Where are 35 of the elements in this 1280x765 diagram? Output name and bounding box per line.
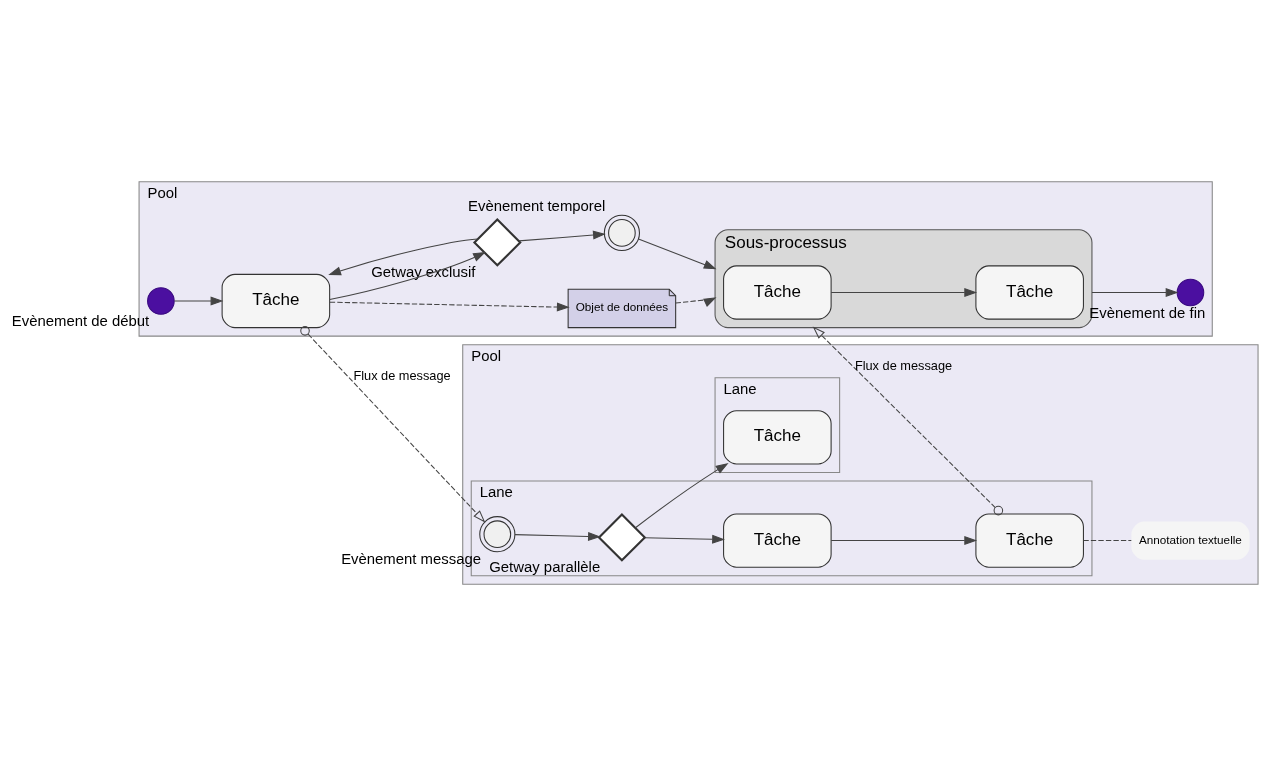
arrow (173, 296, 224, 305)
arrow (830, 535, 978, 545)
arrow (329, 301, 570, 312)
arrow (675, 296, 717, 307)
node-circle (1176, 278, 1205, 306)
node-label: Evènement de début (11, 312, 150, 329)
node-circle (147, 286, 175, 315)
edge-label: Flux de message (854, 357, 953, 373)
node-circle (603, 214, 640, 251)
edge-label: Flux de message (353, 367, 451, 383)
arrow (812, 326, 1004, 515)
node-diamond (597, 512, 647, 562)
arrow (329, 251, 486, 300)
arrow (1091, 287, 1179, 297)
connector (1083, 539, 1132, 541)
node-box: Tâche (723, 512, 832, 568)
arrow (300, 325, 486, 523)
node-label: Getway parallèle (489, 558, 601, 575)
node-box: Tâche (221, 273, 331, 328)
node-box: Tâche (975, 512, 1084, 568)
node-box: Annotation textuelle (1131, 520, 1250, 560)
node-circle (479, 515, 516, 552)
node-box: Tâche (723, 409, 832, 464)
node-box: Tâche (975, 264, 1084, 320)
arrow (634, 462, 729, 528)
arrow (514, 531, 601, 541)
node-label: Evènement message (341, 550, 482, 567)
arrow (518, 230, 606, 241)
node-box: Tâche (723, 264, 832, 320)
arrow (644, 534, 725, 544)
node-label: Getway exclusif (371, 263, 476, 280)
node-label: Evènement temporel (468, 197, 606, 214)
arrow (638, 237, 717, 269)
arrow (328, 237, 479, 275)
arrow (830, 287, 978, 297)
